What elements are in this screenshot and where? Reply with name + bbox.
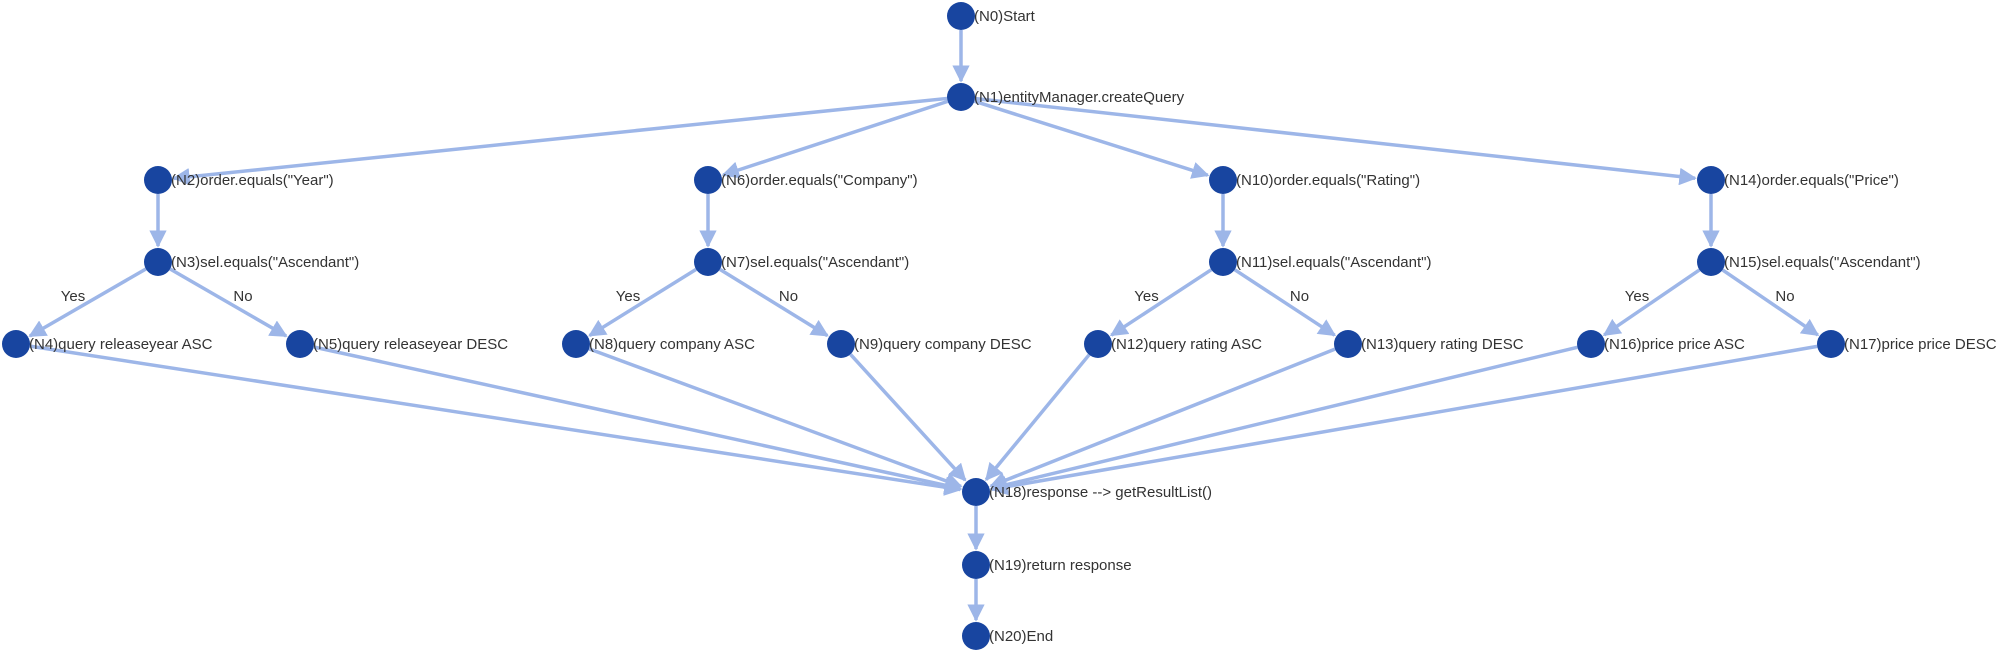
edge-n15-n17 [1721, 268, 1820, 337]
node-circle [1817, 330, 1845, 358]
node-circle [947, 83, 975, 111]
node-label: (N9)query company DESC [854, 336, 1032, 353]
node-circle [962, 551, 990, 579]
edge-label-yes: Yes [1134, 288, 1158, 305]
node-n0: (N0)Start [947, 2, 1036, 30]
node-circle [1577, 330, 1605, 358]
node-n3: (N3)sel.equals("Ascendant") [144, 248, 359, 276]
node-label: (N13)query rating DESC [1361, 336, 1524, 353]
edge-n13-n18 [989, 347, 1336, 489]
node-circle [286, 330, 314, 358]
node-label: (N12)query rating ASC [1111, 336, 1262, 353]
edge-n3-n5 [169, 267, 288, 338]
node-label: (N4)query releaseyear ASC [29, 336, 213, 353]
node-n7: (N7)sel.equals("Ascendant") [694, 248, 909, 276]
node-circle [1209, 248, 1237, 276]
node-label: (N11)sel.equals("Ascendant") [1236, 254, 1431, 271]
edges-layer [28, 30, 1820, 622]
edge-n7-n9 [718, 267, 829, 338]
node-n1: (N1)entityManager.createQuery [947, 83, 1185, 111]
node-label: (N16)price price ASC [1604, 336, 1745, 353]
node-n12: (N12)query rating ASC [1084, 330, 1262, 358]
edge-n15-n16 [1602, 268, 1701, 337]
edge-n11-n13 [1233, 268, 1337, 337]
edge-n8-n18 [588, 347, 963, 490]
node-circle [562, 330, 590, 358]
node-n5: (N5)query releaseyear DESC [286, 330, 508, 358]
node-n9: (N9)query company DESC [827, 330, 1032, 358]
node-label: (N3)sel.equals("Ascendant") [171, 254, 359, 271]
edge-labels-layer: Yes No Yes No Yes No Yes No [61, 288, 1795, 305]
edge-n4-n18 [29, 344, 962, 496]
node-n8: (N8)query company ASC [562, 330, 755, 358]
node-circle [144, 248, 172, 276]
edge-label-no: No [233, 288, 252, 305]
node-label: (N18)response --> getResultList() [989, 484, 1212, 501]
edge-n3-n4 [28, 267, 147, 338]
node-circle [1334, 330, 1362, 358]
node-circle [1084, 330, 1112, 358]
edge-label-no: No [779, 288, 798, 305]
edge-label-yes: Yes [616, 288, 640, 305]
edge-n17-n18 [990, 344, 1818, 496]
node-label: (N19)return response [989, 557, 1132, 574]
node-label: (N6)order.equals("Company") [721, 172, 918, 189]
node-n4: (N4)query releaseyear ASC [2, 330, 213, 358]
node-n2: (N2)order.equals("Year") [144, 166, 334, 194]
node-circle [827, 330, 855, 358]
node-label: (N14)order.equals("Price") [1724, 172, 1899, 189]
edge-n11-n12 [1109, 268, 1213, 337]
node-n13: (N13)query rating DESC [1334, 330, 1524, 358]
node-n10: (N10)order.equals("Rating") [1209, 166, 1420, 194]
node-circle [962, 622, 990, 650]
node-label: (N10)order.equals("Rating") [1236, 172, 1420, 189]
edge-label-yes: Yes [61, 288, 85, 305]
edge-n1-n10 [973, 99, 1210, 179]
node-n14: (N14)order.equals("Price") [1697, 166, 1899, 194]
node-n17: (N17)price price DESC [1817, 330, 1997, 358]
node-n18: (N18)response --> getResultList() [962, 478, 1212, 506]
edge-label-no: No [1775, 288, 1794, 305]
node-n20: (N20)End [962, 622, 1053, 650]
node-n19: (N19)return response [962, 551, 1132, 579]
node-circle [962, 478, 990, 506]
node-circle [694, 248, 722, 276]
node-label: (N1)entityManager.createQuery [974, 89, 1185, 106]
node-label: (N2)order.equals("Year") [171, 172, 334, 189]
node-n11: (N11)sel.equals("Ascendant") [1209, 248, 1431, 276]
edge-n1-n2 [172, 96, 948, 186]
node-label: (N7)sel.equals("Ascendant") [721, 254, 909, 271]
edge-n9-n18 [849, 353, 967, 482]
node-circle [2, 330, 30, 358]
node-label: (N20)End [989, 628, 1053, 645]
edge-label-yes: Yes [1625, 288, 1649, 305]
node-circle [1697, 166, 1725, 194]
node-n15: (N15)sel.equals("Ascendant") [1697, 248, 1921, 276]
edge-label-no: No [1290, 288, 1309, 305]
node-circle [694, 166, 722, 194]
node-circle [144, 166, 172, 194]
node-circle [1209, 166, 1237, 194]
node-label: (N5)query releaseyear DESC [313, 336, 508, 353]
edge-n16-n18 [989, 345, 1578, 494]
node-n16: (N16)price price ASC [1577, 330, 1745, 358]
edge-n5-n18 [313, 345, 963, 494]
node-circle [947, 2, 975, 30]
node-label: (N17)price price DESC [1844, 336, 1997, 353]
edge-n12-n18 [984, 353, 1091, 482]
node-label: (N8)query company ASC [589, 336, 755, 353]
edge-n1-n6 [721, 99, 949, 179]
node-circle [1697, 248, 1725, 276]
node-label: (N15)sel.equals("Ascendant") [1724, 254, 1921, 271]
node-label: (N0)Start [974, 8, 1036, 25]
node-n6: (N6)order.equals("Company") [694, 166, 918, 194]
edge-n1-n14 [974, 96, 1697, 186]
edge-n7-n8 [588, 267, 698, 338]
